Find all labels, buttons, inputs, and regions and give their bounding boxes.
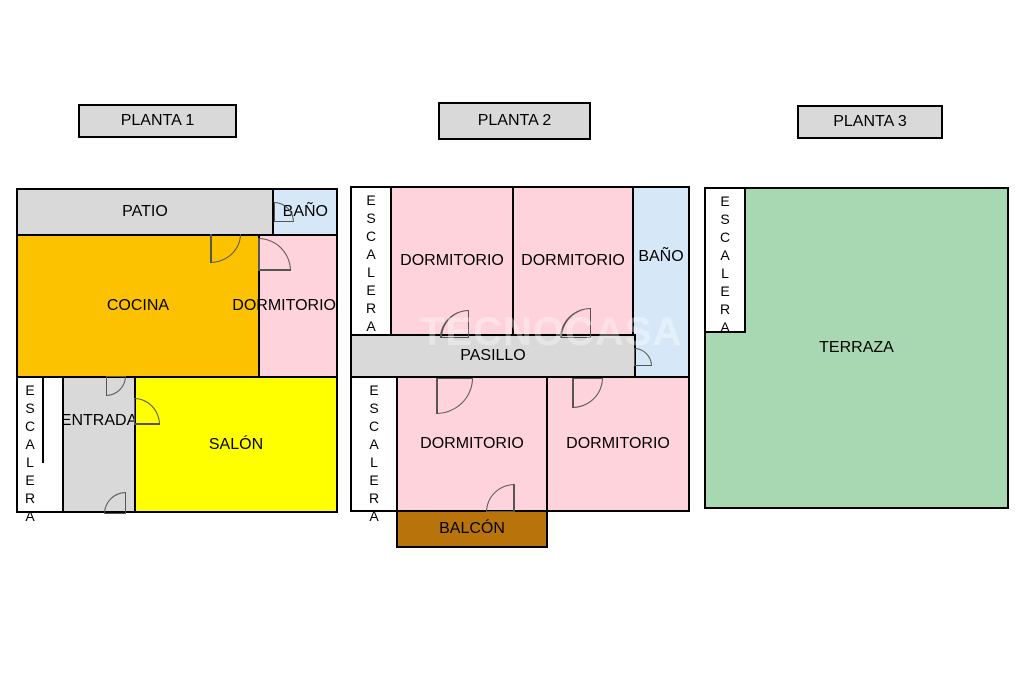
room-salon-label: SALÓN xyxy=(208,435,264,453)
escalera-bottom-label: ESCALERA xyxy=(366,382,382,526)
room-dormitorio-4: DORMITORIO xyxy=(546,376,690,512)
room-pasillo-label: PASILLO xyxy=(460,347,526,364)
room-entrada: ENTRADA xyxy=(60,376,138,513)
room-balcon: BALCÓN xyxy=(396,510,548,548)
room-dormitorio-3: DORMITORIO xyxy=(396,376,548,512)
room-escalera-3: ESCALERA xyxy=(704,187,746,337)
room-dormitorio-1-label: DORMITORIO xyxy=(400,252,504,269)
room-escalera-top: ESCALERA xyxy=(350,186,392,336)
planta2-title: PLANTA 2 xyxy=(438,102,591,140)
room-dormitorio-4-label: DORMITORIO xyxy=(566,435,670,452)
planta3-plan: TERRAZA ESCALERA xyxy=(704,187,1009,509)
room-balcon-label: BALCÓN xyxy=(439,520,505,537)
room-bano-2: BAÑO xyxy=(632,186,690,378)
planta1-title: PLANTA 1 xyxy=(78,104,237,138)
room-entrada-label: ENTRADA xyxy=(60,412,138,429)
room-dormitorio-3-label: DORMITORIO xyxy=(420,435,524,452)
room-dormitorio-label: DORMITORIO xyxy=(232,297,336,314)
room-dormitorio-1: DORMITORIO xyxy=(390,186,514,336)
room-cocina-label: COCINA xyxy=(106,297,170,314)
room-escalera-bottom: ESCALERA xyxy=(350,376,398,526)
room-patio: PATIO xyxy=(16,188,274,236)
escalera-3-label: ESCALERA xyxy=(717,193,733,337)
planta1-plan: PATIO BAÑO COCINA DORMITORIO ESCALERA EN… xyxy=(16,188,338,526)
room-terraza-label: TERRAZA xyxy=(819,339,894,356)
room-terraza: TERRAZA xyxy=(704,187,1009,509)
room-dormitorio-2-label: DORMITORIO xyxy=(521,252,625,269)
room-patio-label: PATIO xyxy=(122,203,168,220)
room-salon: SALÓN xyxy=(134,376,338,513)
planta3-title: PLANTA 3 xyxy=(797,105,943,139)
room-bano-2-label: BAÑO xyxy=(638,248,684,265)
planta2-plan: ESCALERA DORMITORIO DORMITORIO BAÑO PASI… xyxy=(350,186,690,548)
escalera-label: ESCALERA xyxy=(22,382,38,526)
escalera-top-label: ESCALERA xyxy=(363,192,379,336)
room-escalera: ESCALERA xyxy=(16,376,44,526)
room-bano-label: BAÑO xyxy=(282,203,328,220)
room-pasillo: PASILLO xyxy=(350,334,636,378)
